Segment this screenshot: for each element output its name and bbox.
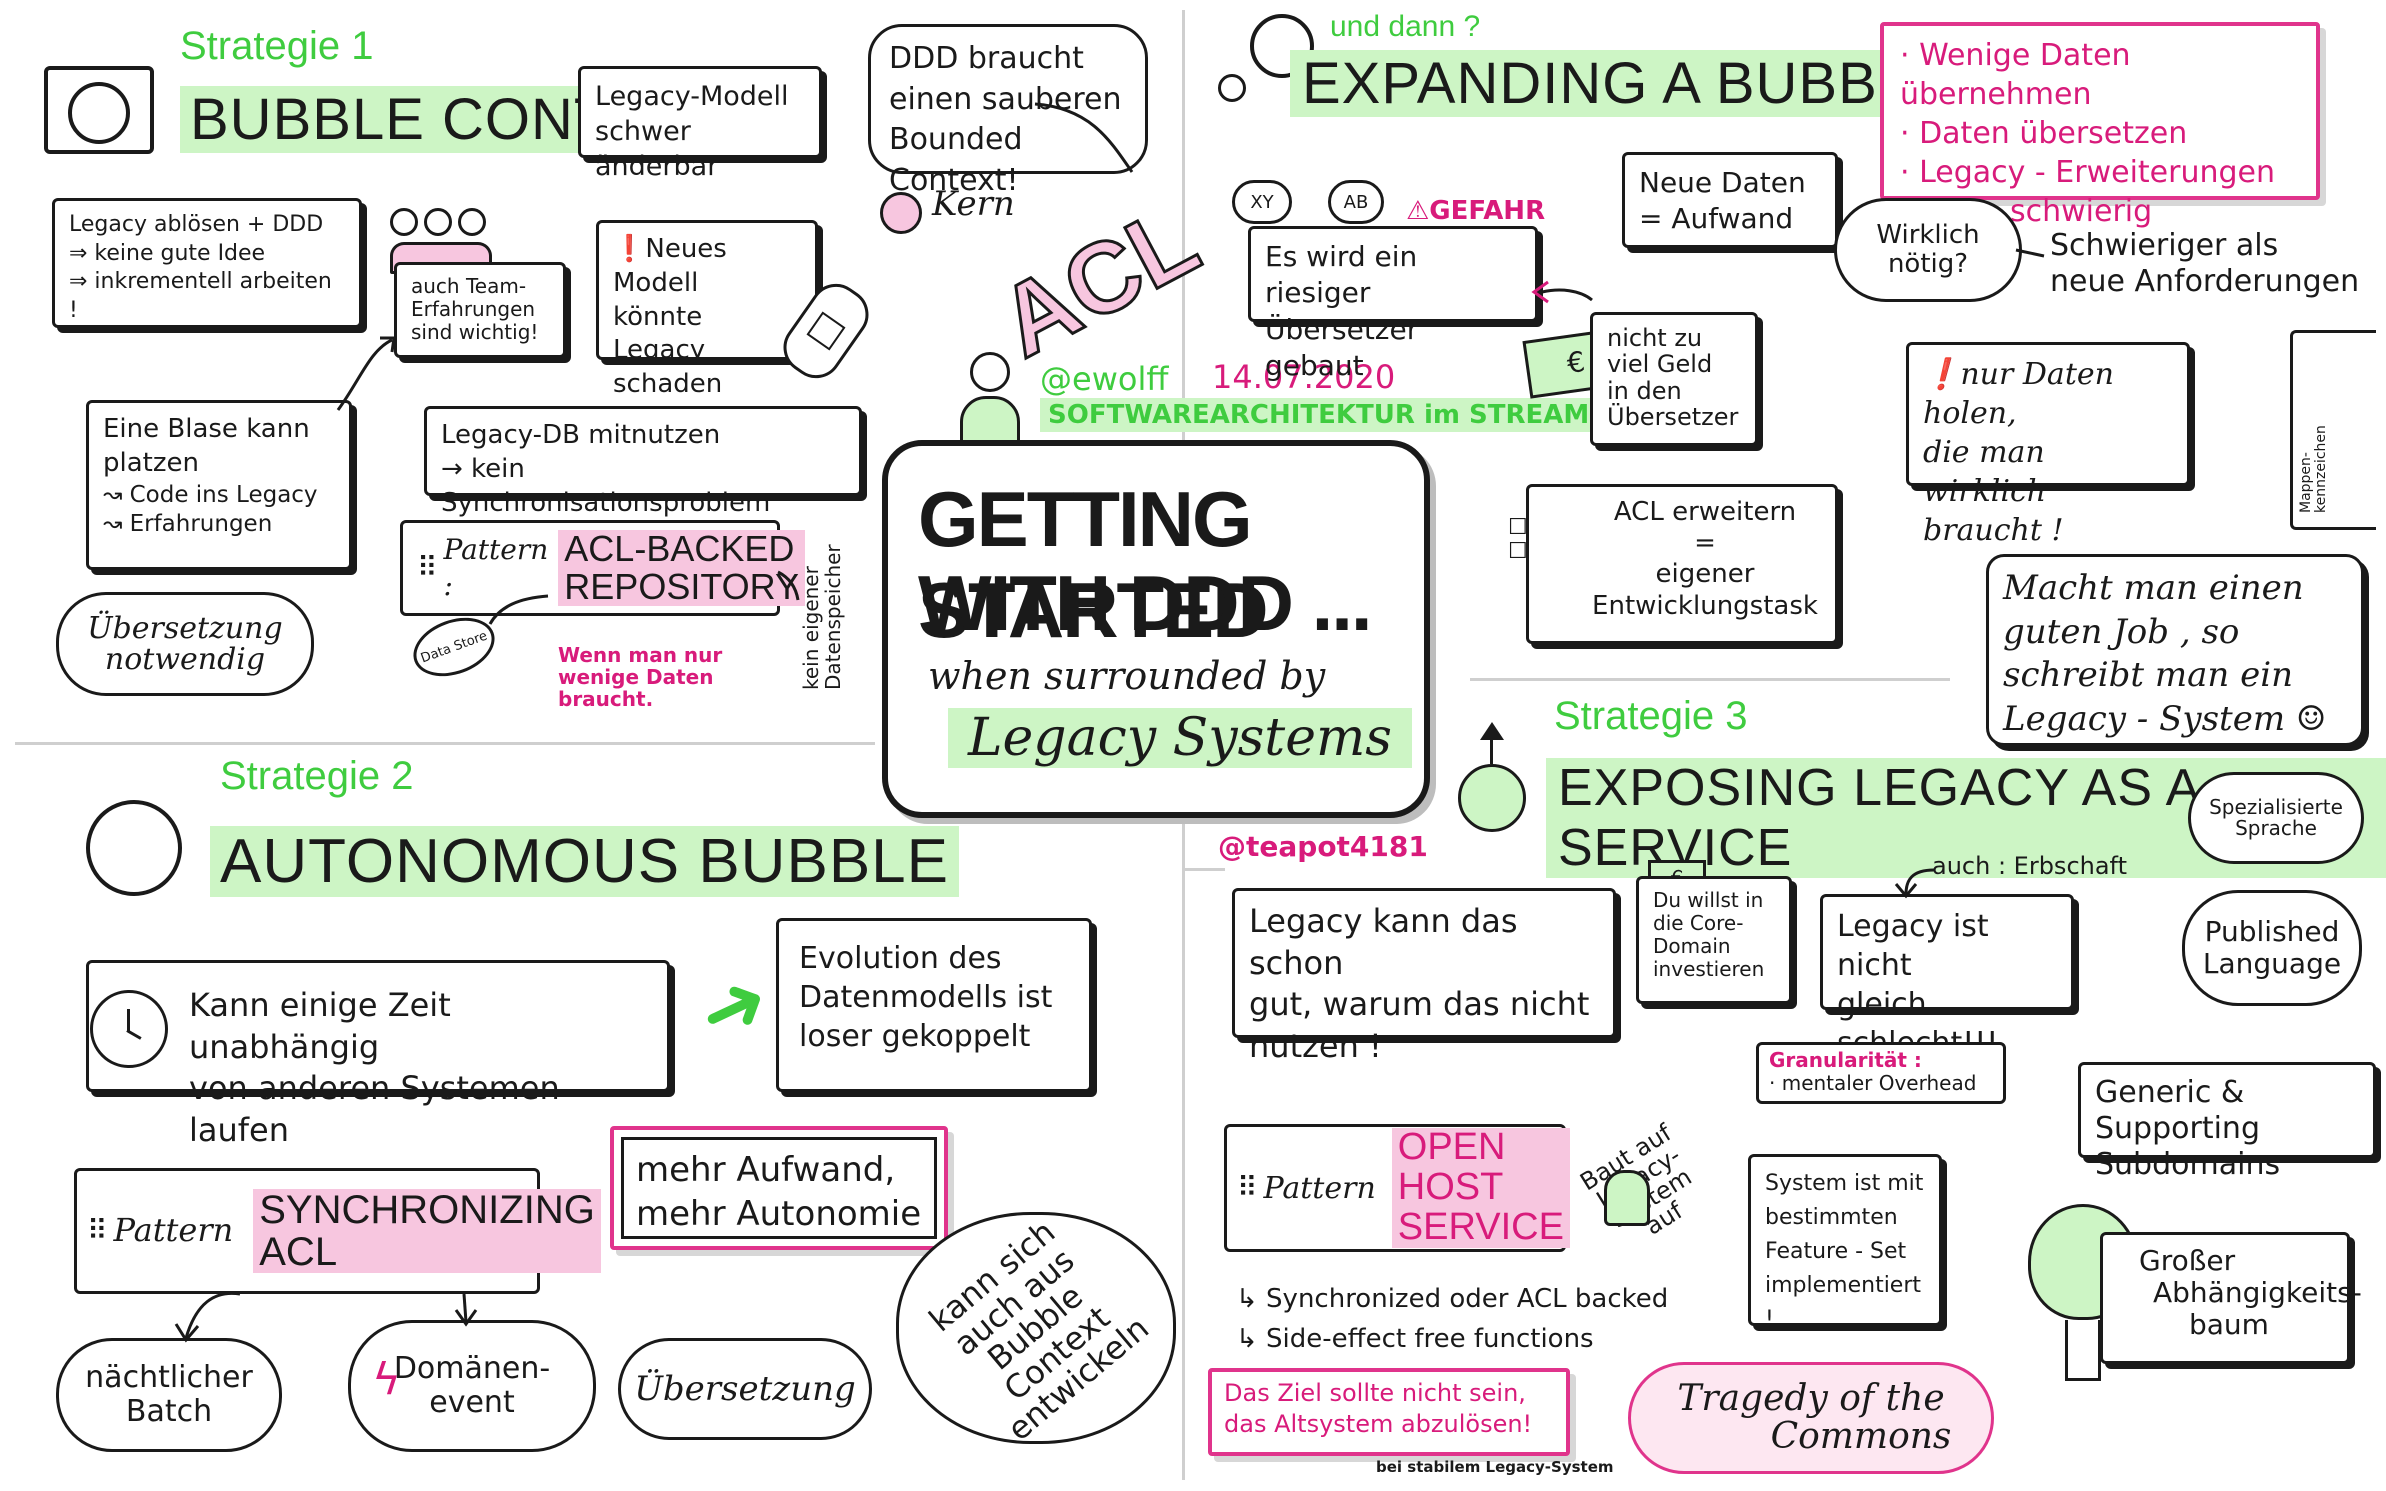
- divider-left-horizontal: [15, 742, 875, 745]
- title-subtitle-2: Legacy Systems: [948, 708, 1412, 768]
- checklist-icon: ☐☐: [1508, 515, 1528, 565]
- ziel-box: Das Ziel sollte nicht sein,das Altsystem…: [1208, 1368, 1570, 1456]
- expanding-arrows: [1531, 248, 2045, 304]
- granularitaet-box: Granularität :· mentaler Overhead: [1756, 1042, 2006, 1104]
- neue-daten-box: Neue Daten= Aufwand: [1622, 152, 1838, 248]
- event-name: SOFTWAREARCHITEKTUR im STREAM: [1040, 398, 1598, 432]
- legacy-abloesen-box: Legacy ablösen + DDD⇒ keine gute Idee⇒ i…: [52, 198, 362, 328]
- kern-icon: [880, 192, 922, 234]
- clock-icon: [90, 990, 168, 1068]
- bubble-context-icon: [44, 66, 154, 154]
- strategie-2-title: AUTONOMOUS BUBBLE: [210, 826, 960, 897]
- strategie-2-arrows: [174, 1291, 478, 1343]
- dinosaur-icon: [1604, 1170, 1650, 1226]
- pattern-dots-icon-2: ⠿: [87, 1213, 107, 1247]
- divider-right-horizontal: [1470, 678, 1950, 681]
- aufwand-autonomie-box: mehr Aufwand,mehr Autonomie: [610, 1126, 948, 1250]
- erbschaft-note: auch : Erbschaft: [1932, 852, 2127, 880]
- artist-handle: @teapot4181: [1218, 830, 1428, 863]
- pattern-dots-icon-3: ⠿: [1237, 1170, 1257, 1204]
- domaenen-event-bubble: Domänen-event: [348, 1320, 596, 1452]
- strategie-1-label: Strategie 1: [180, 24, 374, 68]
- mappenkennzeichen-box: Mappen-kennzeichen: [2290, 330, 2376, 530]
- stabil-note: bei stabilem Legacy-System: [1376, 1458, 1614, 1476]
- synchronized-note: ↳ Synchronized oder ACL backed: [1236, 1284, 1669, 1314]
- kern-label: Kern: [932, 184, 1015, 224]
- title-line-1: GETTING STARTED: [918, 475, 1269, 654]
- gefahr-label: ⚠GEFAHR: [1406, 196, 1546, 226]
- expanding-pink-list: · Wenige Daten übernehmen· Daten überset…: [1880, 22, 2320, 229]
- ab-bubble: AB: [1328, 180, 1384, 224]
- expanding-label: und dann ?: [1330, 10, 1481, 43]
- strategie-1-arrows: [336, 102, 1134, 625]
- strategie-3-label: Strategie 3: [1554, 694, 1748, 738]
- author-handle: @ewolff: [1040, 360, 1169, 398]
- strategie-2-label: Strategie 2: [220, 754, 414, 798]
- title-line-2: WITH DDD ...: [918, 559, 1373, 647]
- pattern-dots-icon: ⠿: [417, 550, 437, 584]
- data-store-cloud: Data Store: [405, 607, 503, 687]
- side-effect-note: ↳ Side-effect free functions: [1236, 1324, 1594, 1354]
- expanding-title: EXPANDING A BUBBLE: [1290, 50, 1963, 117]
- xy-bubble: XY: [1232, 180, 1292, 224]
- divider-right-bottom: [1185, 868, 1225, 871]
- strategie-3-arrows: [1894, 868, 1935, 899]
- title-subtitle: when surrounded by: [928, 654, 1326, 698]
- title-frame: GETTING STARTED WITH DDD ... when surrou…: [882, 440, 1430, 818]
- talk-date: 14.07.2020: [1212, 358, 1396, 396]
- lightning-icon: ϟ: [372, 1354, 402, 1405]
- legacy-db-box: Legacy-DB mitnutzen→ kein Synchronisatio…: [424, 406, 862, 518]
- title-person-icon: [960, 352, 1020, 450]
- service-icon: [1458, 722, 1526, 832]
- expanding-bubble-icon: [1218, 14, 1314, 102]
- evolution-arrow: ➜: [683, 950, 784, 1063]
- uebersetzung-cloud: Übersetzung: [618, 1338, 872, 1440]
- autonomous-bubble-icon: [86, 800, 182, 896]
